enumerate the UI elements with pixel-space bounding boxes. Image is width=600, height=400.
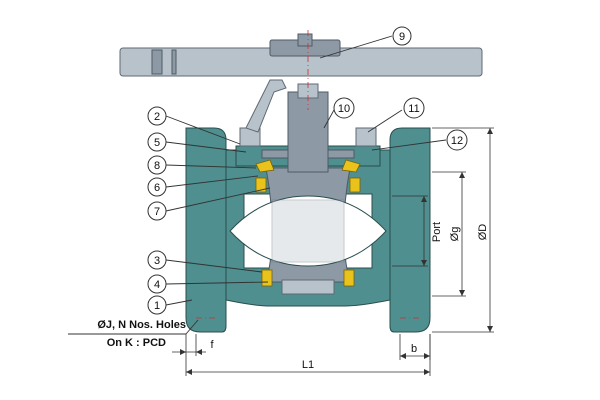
pcd-note: On K : PCD	[107, 337, 166, 349]
leader-10	[323, 109, 335, 129]
callout-6: 6	[147, 177, 167, 197]
b-arrows	[400, 353, 430, 359]
bolt-right	[355, 127, 377, 147]
bottom-insert	[281, 279, 335, 295]
leader-4	[165, 281, 269, 285]
callout-1: 1	[147, 295, 167, 315]
leader-12	[371, 139, 447, 151]
svg-text:6: 6	[154, 182, 160, 194]
leader-8	[165, 164, 257, 169]
dimensions: Port Øg ØD L1 f b	[172, 127, 494, 376]
callout-12: 12	[446, 129, 468, 151]
f-arrows	[180, 349, 202, 355]
callout-8: 8	[147, 155, 167, 175]
stem	[287, 83, 329, 173]
seal-top-left	[255, 159, 275, 173]
seal-top-right	[341, 159, 361, 173]
callout-4: 4	[147, 274, 167, 294]
callout-9: 9	[392, 26, 412, 46]
bottom-seal-left	[261, 269, 273, 287]
hole-notes: ØJ, N Nos. Holes On K : PCD	[68, 319, 199, 349]
svg-text:10: 10	[338, 103, 350, 115]
callout-5: 5	[147, 132, 167, 152]
leader-5	[165, 141, 247, 153]
callout-11: 11	[403, 97, 425, 119]
leader-11	[367, 109, 403, 133]
plug-port-rim	[271, 199, 345, 263]
b-label: b	[411, 343, 417, 355]
stop-bracket	[245, 79, 287, 133]
leader-1	[165, 299, 193, 306]
leader-7	[165, 187, 271, 212]
svg-text:9: 9	[399, 31, 405, 43]
leader-3	[165, 259, 263, 273]
og-label: Øg	[449, 227, 461, 242]
svg-text:5: 5	[154, 137, 160, 149]
svg-text:1: 1	[154, 300, 160, 312]
seals	[255, 159, 361, 287]
od-label: ØD	[477, 224, 489, 241]
svg-text:4: 4	[154, 279, 160, 291]
callout-10: 10	[333, 97, 355, 119]
stem-shaft	[287, 91, 329, 173]
wrench-grip-ring-2	[171, 49, 177, 75]
f-label: f	[210, 339, 214, 351]
bottom-seal-right	[343, 269, 355, 287]
wrench-handle	[119, 33, 483, 77]
callout-3: 3	[147, 250, 167, 270]
svg-text:7: 7	[154, 206, 160, 218]
callout-7: 7	[147, 201, 167, 221]
callouts: 2 5 8 6 7 3 4 1	[147, 26, 468, 315]
leader-9	[319, 35, 393, 59]
port-label: Port	[431, 222, 443, 242]
svg-text:3: 3	[154, 255, 160, 267]
sleeve-seal-left	[255, 177, 267, 193]
sleeve-seal-right	[349, 177, 361, 193]
svg-text:12: 12	[451, 135, 463, 147]
svg-text:2: 2	[154, 111, 160, 123]
svg-text:11: 11	[408, 103, 419, 115]
leader-2	[165, 115, 241, 145]
wrench-grip-ring	[151, 49, 163, 75]
l1-label: L1	[302, 359, 314, 371]
callout-2: 2	[147, 106, 167, 126]
wrench-nut	[297, 33, 313, 47]
callout-leaders	[165, 35, 447, 306]
note-leader	[185, 319, 199, 335]
plug-port-opening	[229, 195, 387, 267]
leader-6	[165, 175, 259, 188]
plug	[229, 167, 387, 295]
svg-text:8: 8	[154, 160, 160, 172]
holes-note: ØJ, N Nos. Holes	[97, 319, 186, 331]
